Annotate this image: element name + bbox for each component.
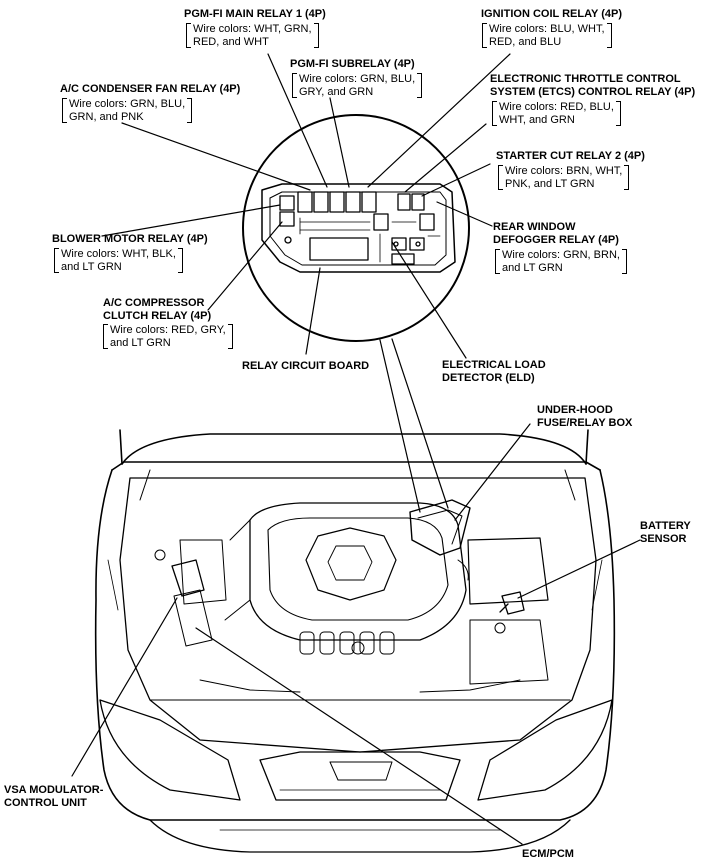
blower-motor-relay-wires: Wire colors: WHT, BLK, and LT GRN bbox=[54, 248, 183, 273]
battery-sensor-label-1: BATTERY bbox=[640, 520, 691, 532]
ac-condenser-fan-relay-wires: Wire colors: GRN, BLU, GRN, and PNK bbox=[62, 98, 193, 123]
wire-colors-line: Wire colors: GRN, BRN, bbox=[502, 249, 620, 261]
ac-compressor-relay-title-2: CLUTCH RELAY (4P) bbox=[103, 310, 212, 322]
battery-sensor-shape bbox=[499, 591, 525, 615]
relay-circuit-board-label: RELAY CIRCUIT BOARD bbox=[242, 360, 370, 372]
etcs-relay-wires: Wire colors: RED, BLU, WHT, and GRN bbox=[492, 101, 621, 126]
etcs-relay-title-1: ELECTRONIC THROTTLE CONTROL bbox=[490, 73, 681, 85]
wire-colors-line: and LT GRN bbox=[502, 261, 563, 274]
pgmfi-main-relay-title: PGM-FI MAIN RELAY 1 (4P) bbox=[184, 8, 326, 20]
wire-colors-line: Wire colors: BRN, WHT, bbox=[505, 165, 623, 177]
eld-label-1: ELECTRICAL LOAD bbox=[442, 359, 546, 371]
ac-compressor-relay-wires: Wire colors: RED, GRY, and LT GRN bbox=[103, 324, 233, 349]
starter-cut-relay-title: STARTER CUT RELAY 2 (4P) bbox=[496, 150, 645, 162]
wire-colors-line: WHT, and GRN bbox=[499, 113, 575, 126]
battery-sensor-label-2: SENSOR bbox=[640, 533, 687, 545]
rear-defogger-relay-title-1: REAR WINDOW bbox=[493, 221, 576, 233]
ignition-coil-relay-title: IGNITION COIL RELAY (4P) bbox=[481, 8, 622, 20]
magnifier-circle bbox=[242, 114, 470, 342]
wire-colors-line: GRN, and PNK bbox=[69, 110, 144, 123]
car-body bbox=[94, 469, 616, 853]
wire-colors-line: Wire colors: WHT, BLK, bbox=[61, 248, 176, 260]
vsa-unit-label-1: VSA MODULATOR- bbox=[4, 784, 104, 796]
hood bbox=[111, 429, 601, 501]
starter-cut-relay-wires: Wire colors: BRN, WHT, PNK, and LT GRN bbox=[498, 165, 630, 190]
wire-colors-line: GRY, and GRN bbox=[299, 85, 374, 98]
ac-condenser-fan-relay-title: A/C CONDENSER FAN RELAY (4P) bbox=[60, 83, 241, 95]
ac-compressor-relay-title-1: A/C COMPRESSOR bbox=[103, 297, 205, 309]
pgmfi-subrelay-title: PGM-FI SUBRELAY (4P) bbox=[290, 58, 415, 70]
rear-defogger-relay-wires: Wire colors: GRN, BRN, and LT GRN bbox=[495, 249, 627, 274]
wire-colors-line: RED, and BLU bbox=[489, 35, 562, 48]
wire-colors-line: and LT GRN bbox=[110, 336, 171, 349]
ecm-pcm-label: ECM/PCM bbox=[522, 848, 574, 860]
leader-lines bbox=[71, 53, 641, 845]
wire-colors-line: Wire colors: WHT, GRN, bbox=[193, 23, 312, 35]
wire-colors-line: Wire colors: GRN, BLU, bbox=[299, 73, 416, 85]
eld-label-2: DETECTOR (ELD) bbox=[442, 372, 535, 384]
pgmfi-subrelay-wires: Wire colors: GRN, BLU, GRY, and GRN bbox=[292, 73, 423, 98]
wire-colors-line: Wire colors: RED, BLU, bbox=[499, 101, 614, 113]
wire-colors-line: and LT GRN bbox=[61, 260, 122, 273]
wire-colors-line: Wire colors: BLU, WHT, bbox=[489, 23, 605, 35]
under-hood-box-shape bbox=[409, 499, 471, 556]
engine bbox=[149, 502, 571, 701]
rear-defogger-relay-title-2: DEFOGGER RELAY (4P) bbox=[493, 234, 619, 246]
pgmfi-main-relay-wires: Wire colors: WHT, GRN, RED, and WHT bbox=[186, 23, 319, 48]
wire-colors-line: PNK, and LT GRN bbox=[505, 177, 595, 190]
vsa-unit-shape bbox=[171, 559, 213, 647]
under-hood-box-label-1: UNDER-HOOD bbox=[537, 404, 613, 416]
etcs-relay-title-2: SYSTEM (ETCS) CONTROL RELAY (4P) bbox=[490, 86, 696, 98]
under-hood-box-label-2: FUSE/RELAY BOX bbox=[537, 417, 633, 429]
wire-colors-line: RED, and WHT bbox=[193, 35, 269, 48]
wire-colors-line: Wire colors: GRN, BLU, bbox=[69, 98, 186, 110]
wire-colors-line: Wire colors: RED, GRY, bbox=[110, 324, 226, 336]
vsa-unit-label-2: CONTROL UNIT bbox=[4, 797, 87, 809]
ignition-coil-relay-wires: Wire colors: BLU, WHT, RED, and BLU bbox=[482, 23, 612, 48]
blower-motor-relay-title: BLOWER MOTOR RELAY (4P) bbox=[52, 233, 208, 245]
